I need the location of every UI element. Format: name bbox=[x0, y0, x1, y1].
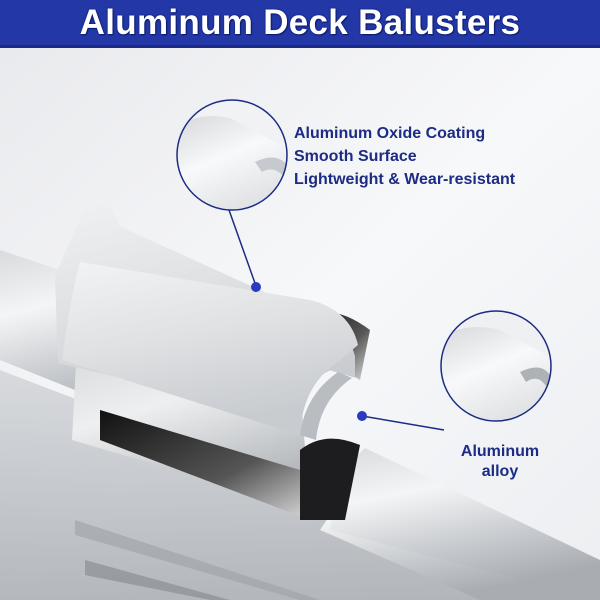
alloy-label: Aluminum alloy bbox=[455, 442, 545, 482]
product-illustration bbox=[0, 48, 600, 600]
alloy-label-line2: alloy bbox=[481, 463, 519, 480]
title-banner: Aluminum Deck Balusters bbox=[0, 0, 600, 48]
alloy-callout-magnifier bbox=[357, 310, 552, 431]
feature-item: Aluminum Oxide Coating bbox=[294, 125, 486, 142]
page-title: Aluminum Deck Balusters bbox=[79, 2, 521, 42]
coating-feature-list: Aluminum Oxide Coating Smooth Surface Li… bbox=[294, 122, 515, 191]
coating-callout-magnifier bbox=[176, 99, 288, 292]
alloy-label-line1: Aluminum bbox=[460, 443, 540, 460]
feature-item: Lightweight & Wear-resistant bbox=[294, 171, 516, 188]
feature-item: Smooth Surface bbox=[294, 148, 417, 165]
